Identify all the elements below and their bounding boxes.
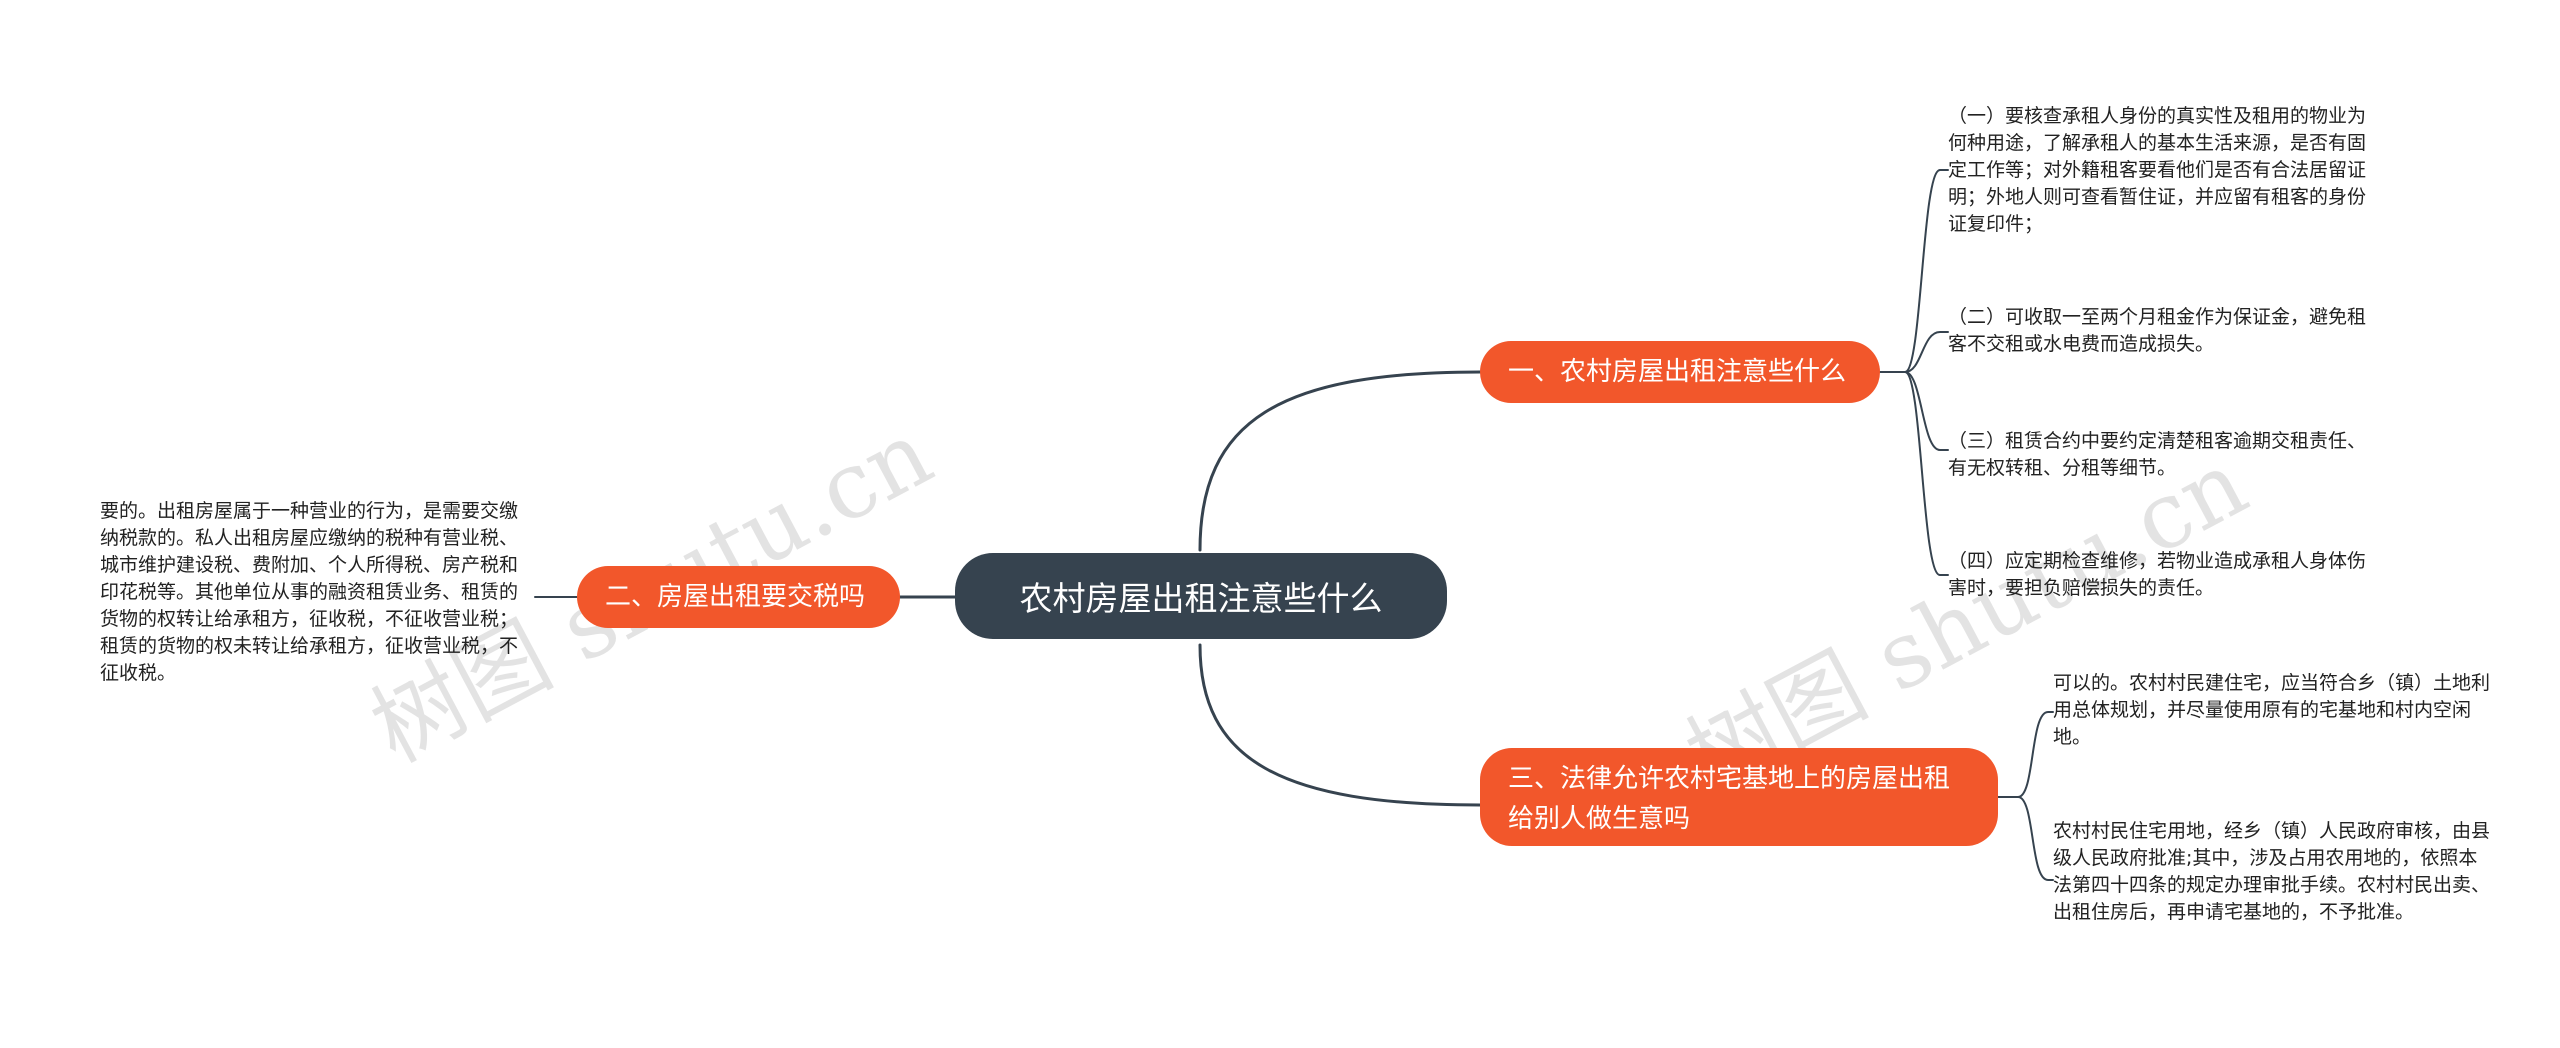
branch-topic-2-label: 二、房屋出租要交税吗: [605, 582, 866, 612]
leaf-2-1: 要的。出租房屋属于一种营业的行为，是需要交缴纳税款的。私人出租房屋应缴纳的税种有…: [100, 500, 519, 684]
link-central-branch3: [1198, 643, 1482, 807]
branch-topic-3[interactable]: 三、法律允许农村宅基地上的房屋出租给别人做生意吗: [1480, 748, 1998, 846]
leaf-3-1: 可以的。农村村民建住宅，应当符合乡（镇）土地利用总体规划，并尽量使用原有的宅基地…: [2053, 672, 2491, 748]
link-branch3-leaf1: [2017, 711, 2054, 798]
leaf-1-3: （三）租赁合约中要约定清楚租客逾期交租责任、有无权转租、分租等细节。: [1948, 430, 2367, 479]
central-topic-label: 农村房屋出租注意些什么: [1019, 579, 1383, 618]
link-branch1-leaf3: [1904, 371, 1949, 451]
branch-topic-1-label: 一、农村房屋出租注意些什么: [1508, 357, 1847, 387]
leaf-1-2: （二）可收取一至两个月租金作为保证金，避免租客不交租或水电费而造成损失。: [1948, 306, 2367, 355]
link-branch1-leaf1: [1904, 169, 1949, 373]
branch-topic-3-label: 三、法律允许农村宅基地上的房屋出租给别人做生意吗: [1508, 764, 1951, 834]
leaf-3-2: 农村村民住宅用地，经乡（镇）人民政府审核，由县级人民政府批准;其中，涉及占用农用…: [2053, 820, 2491, 923]
link-central-branch1: [1198, 370, 1482, 552]
leaf-1-1: （一）要核查承租人身份的真实性及租用的物业为何种用途，了解承租人的基本生活来源，…: [1948, 105, 2367, 235]
central-topic[interactable]: 农村房屋出租注意些什么: [955, 553, 1447, 639]
leaf-1-4: （四）应定期检查维修，若物业造成承租人身体伤害时，要担负赔偿损失的责任。: [1948, 550, 2367, 599]
link-branch1-leaf2: [1904, 331, 1949, 373]
link-branch3-leaf2: [2017, 796, 2054, 881]
link-branch1-leaf4: [1904, 371, 1949, 576]
branch-topic-2[interactable]: 二、房屋出租要交税吗: [577, 566, 900, 628]
branch-topic-1[interactable]: 一、农村房屋出租注意些什么: [1480, 341, 1880, 403]
